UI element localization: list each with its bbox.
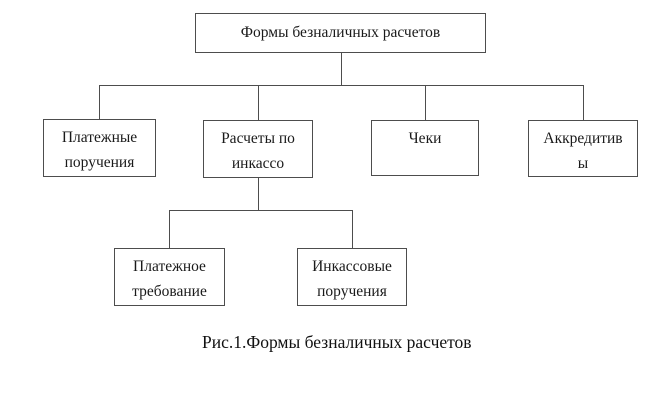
connector-root-stem: [341, 52, 342, 85]
node-root-forms-of-cashless-payments: Формы безналичных расчетов: [195, 13, 486, 53]
node-payment-demand: Платежное требование: [114, 248, 225, 306]
connector-drop-cheques: [425, 85, 426, 120]
connector-level2-bus: [169, 210, 353, 211]
connector-drop-payment-demand: [169, 210, 170, 248]
figure-caption: Рис.1.Формы безналичных расчетов: [202, 332, 472, 352]
connector-inkasso-stem: [258, 178, 259, 211]
node-collection-orders: Инкассовые поручения: [297, 248, 407, 306]
connector-drop-collection-settlement: [258, 85, 259, 120]
connector-drop-letters-of-credit: [583, 85, 584, 120]
node-collection-settlements: Расчеты по инкассо: [203, 120, 313, 178]
connector-drop-payment-orders: [99, 85, 100, 119]
node-letters-of-credit: Аккредитив ы: [528, 120, 638, 177]
connector-drop-collection-orders: [352, 210, 353, 248]
node-cheques: Чеки: [371, 120, 479, 176]
connector-level1-bus: [99, 85, 584, 86]
node-payment-orders: Платежные поручения: [43, 119, 156, 177]
